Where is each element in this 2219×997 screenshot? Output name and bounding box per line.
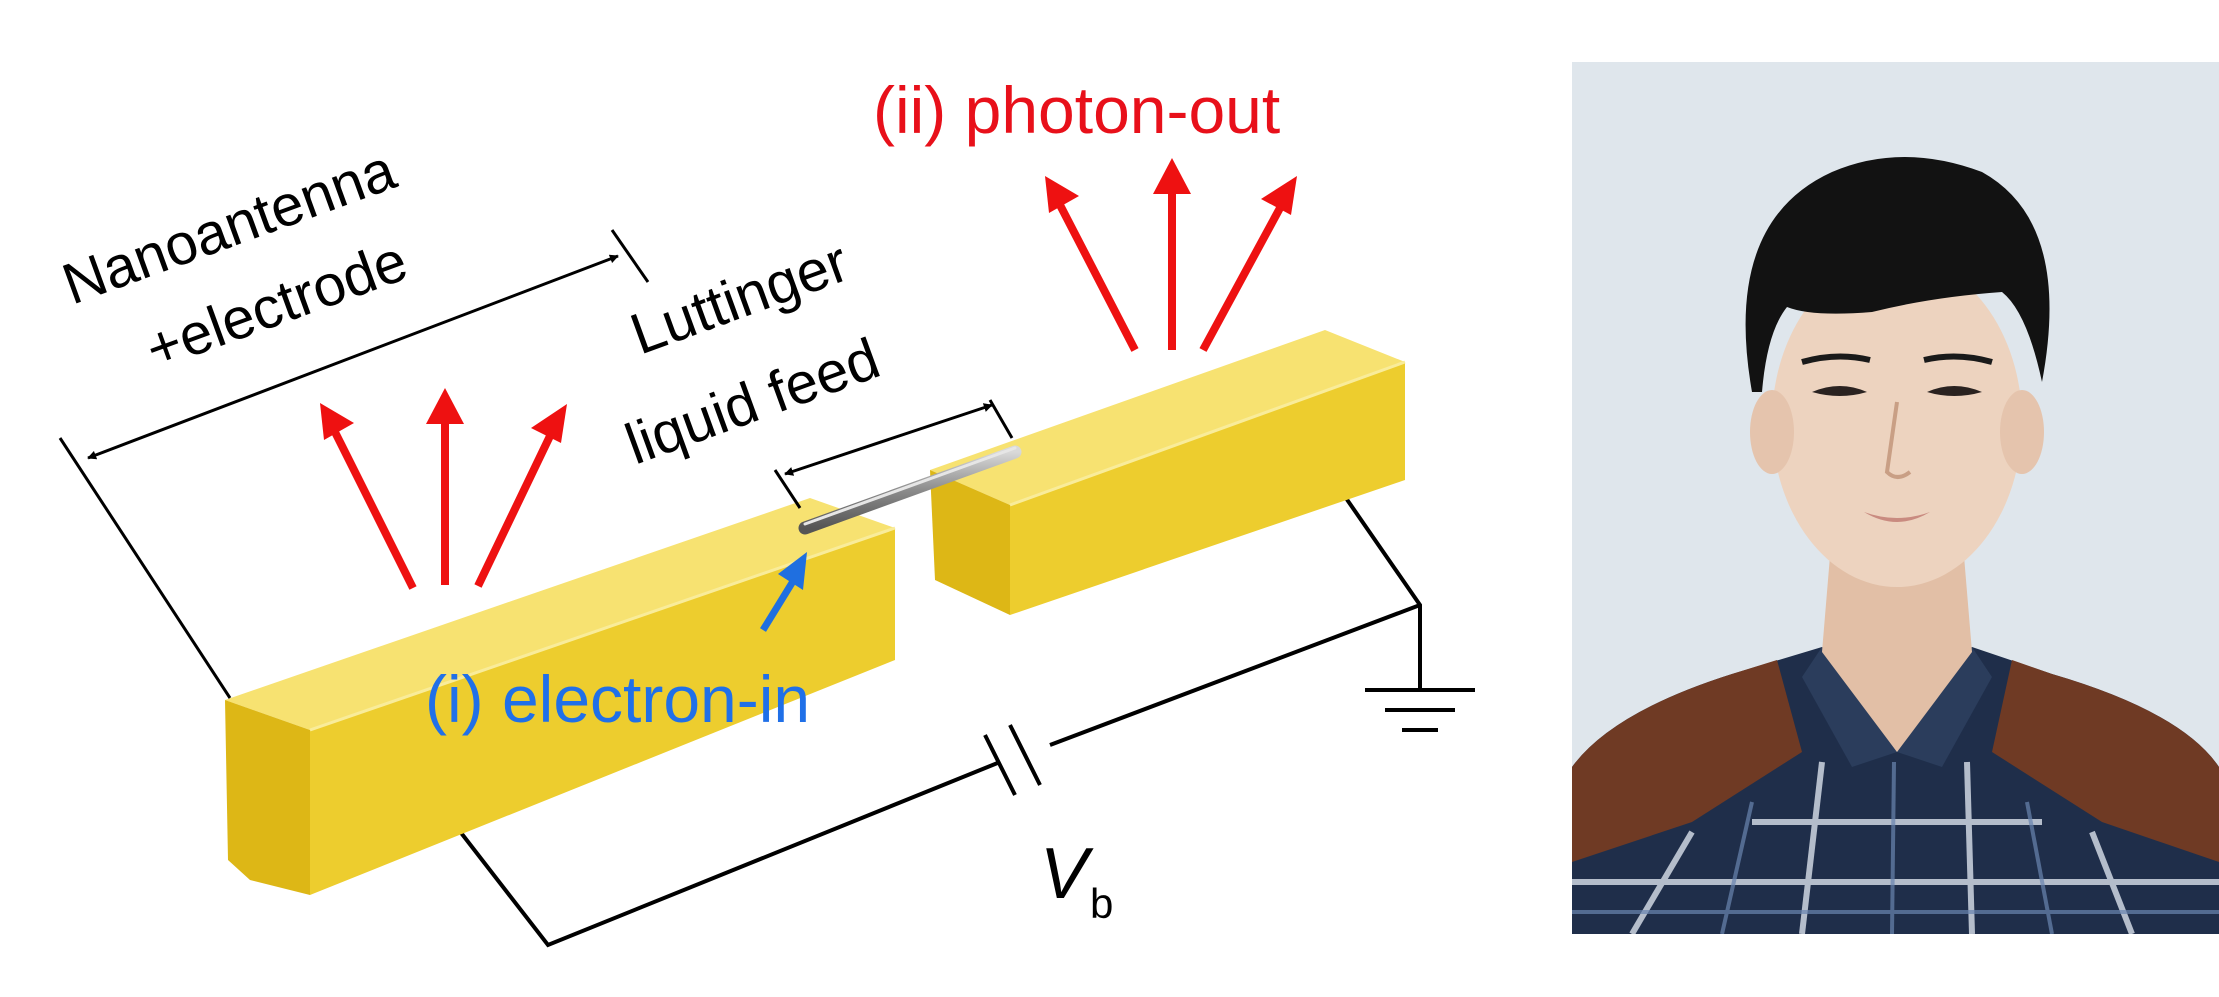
left-eye: [1812, 386, 1867, 396]
feed-dimension-line: [773, 399, 1014, 509]
photon-arrow-icon: [1153, 158, 1191, 350]
right-gold-electrode: [930, 330, 1406, 615]
photon-arrow-icon: [426, 388, 464, 585]
voltage-subscript: b: [1090, 880, 1113, 927]
photon-arrow-icon: [474, 404, 567, 588]
electron-in-label: (i) electron-in: [425, 662, 810, 736]
plaid-shirt: [1572, 647, 2219, 934]
bias-battery-symbol: [983, 724, 1042, 796]
neck: [1822, 532, 1972, 752]
circuit-wire: [453, 473, 1422, 948]
antenna-diagram: Nanoantenna +electrode Luttinger liquid …: [54, 73, 1475, 948]
mouth: [1864, 512, 1930, 522]
right-eye: [1927, 386, 1982, 396]
photon-arrow-icon: [1045, 176, 1139, 352]
nose: [1884, 401, 1912, 479]
electron-arrow-icon: [760, 552, 807, 632]
antenna-dimension-line: [58, 229, 650, 699]
right-photon-arrows: [1045, 158, 1297, 352]
right-electrode-end-face: [930, 470, 1010, 615]
photon-arrow-icon: [320, 403, 417, 590]
photon-out-label: (ii) photon-out: [873, 73, 1280, 147]
hair: [1745, 157, 2050, 392]
right-electrode-front-face: [1010, 362, 1405, 615]
left-electrode-end-face: [225, 700, 310, 895]
left-gold-electrode: [225, 498, 896, 895]
left-electrode-front-face: [310, 528, 895, 895]
left-photon-arrows: [320, 388, 567, 590]
left-electrode-top-face: [225, 498, 895, 730]
right-electrode-top-face: [930, 330, 1405, 505]
ground-symbol: [1365, 688, 1475, 732]
face: [1772, 257, 2022, 587]
portrait-photo: [1572, 62, 2219, 934]
voltage-symbol: V: [1040, 834, 1094, 914]
photon-arrow-icon: [1199, 176, 1297, 352]
